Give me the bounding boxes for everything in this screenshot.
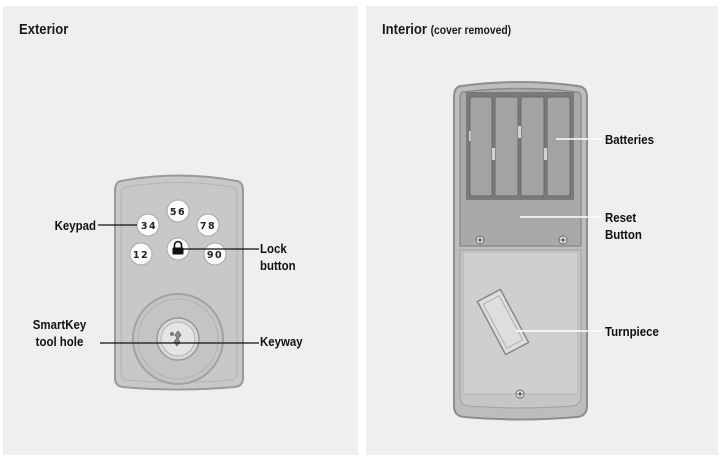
batteries	[469, 96, 571, 197]
reset-button-label: Reset Button	[605, 210, 642, 242]
exterior-panel: Exterior 56 34 78 12 90	[3, 6, 358, 455]
lock-button-label: Lock button	[260, 241, 296, 273]
exterior-leaders	[98, 224, 259, 344]
interior-lock-illustration	[453, 81, 602, 421]
exterior-lock-illustration: 56 34 78 12 90	[98, 174, 259, 391]
svg-text:12: 12	[133, 250, 149, 261]
svg-text:78: 78	[200, 221, 216, 232]
padlock-icon	[172, 240, 184, 255]
key-12[interactable]: 12	[129, 242, 153, 266]
smartkey-tool-hole-label: SmartKey tool hole	[32, 317, 87, 349]
exterior-title: Exterior	[19, 22, 69, 38]
turnpiece-label: Turnpiece	[605, 324, 659, 339]
interior-title: Interior (cover removed)	[382, 22, 512, 38]
turnpiece[interactable]	[476, 288, 530, 356]
keyway-label: Keyway	[260, 334, 303, 349]
svg-text:56: 56	[170, 207, 186, 218]
svg-text:90: 90	[207, 250, 223, 261]
keypad-label: Keypad	[54, 218, 96, 233]
key-56[interactable]: 56	[166, 199, 190, 223]
key-90[interactable]: 90	[203, 242, 227, 266]
interior-panel: Interior (cover removed)	[366, 6, 718, 455]
keyway-slot	[173, 330, 182, 347]
key-34[interactable]: 34	[136, 213, 160, 237]
bottom-screw	[515, 389, 525, 399]
interior-leaders	[516, 138, 602, 332]
interior-subtitle: (cover removed)	[430, 25, 512, 37]
smartkey-tool-hole	[170, 332, 174, 336]
key-78[interactable]: 78	[196, 213, 220, 237]
batteries-label: Batteries	[605, 132, 654, 147]
svg-text:34: 34	[141, 221, 157, 232]
